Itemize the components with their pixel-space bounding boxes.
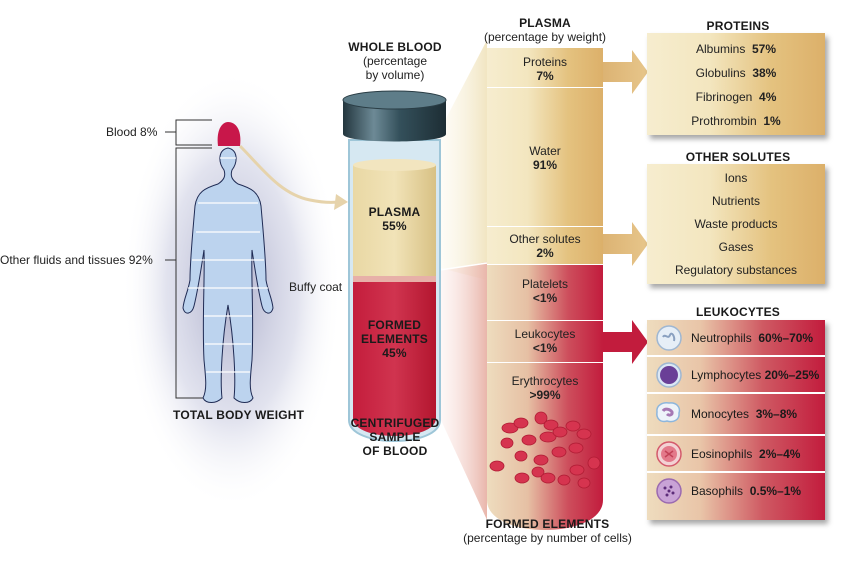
centrifuged-caption: CENTRIFUGED SAMPLE OF BLOOD bbox=[340, 416, 450, 458]
head-blood-portion bbox=[217, 122, 241, 146]
human-body-figure bbox=[182, 122, 274, 403]
basophil-icon bbox=[656, 478, 682, 504]
leukocytes-box-title: LEUKOCYTES bbox=[695, 305, 780, 319]
proteins-box-title: PROTEINS bbox=[706, 19, 770, 33]
protein-item: Globulins 38% bbox=[695, 66, 777, 80]
leukocyte-item: Eosinophils 2%–4% bbox=[647, 436, 825, 473]
segment-name: Erythrocytes bbox=[511, 374, 579, 388]
solute-item: Regulatory substances bbox=[674, 263, 798, 277]
buffy-coat-layer bbox=[353, 276, 436, 282]
segment-name: Water bbox=[529, 144, 561, 158]
segment-value: 91% bbox=[532, 158, 558, 172]
leukocyte-item: Monocytes 3%–8% bbox=[647, 394, 825, 436]
formed-elements-heading: FORMED ELEMENTS (percentage by number of… bbox=[450, 517, 645, 545]
lymphocyte-icon bbox=[656, 362, 682, 388]
other-tissues-label: Other fluids and tissues 92% bbox=[0, 253, 153, 267]
segment-water: Water 91% bbox=[487, 144, 603, 172]
divider bbox=[487, 226, 603, 227]
formed-label: FORMED bbox=[367, 318, 422, 332]
tube-formed-label: FORMED ELEMENTS 45% bbox=[349, 318, 440, 360]
segment-value: 2% bbox=[536, 246, 554, 260]
divider bbox=[487, 362, 603, 363]
protein-item: Albumins 57% bbox=[695, 42, 777, 56]
segment-proteins: Proteins 7% bbox=[487, 55, 603, 83]
buffy-coat-label: Buffy coat bbox=[289, 280, 343, 294]
segment-name: Platelets bbox=[521, 277, 569, 291]
leukocytes-box: Neutrophils 60%–70% Lymphocytes 20%–25% … bbox=[647, 320, 825, 520]
test-tube bbox=[342, 90, 447, 442]
leukocyte-item: Basophils 0.5%–1% bbox=[647, 473, 825, 508]
monocyte-icon bbox=[656, 402, 681, 423]
blood-percent-label: Blood 8% bbox=[106, 125, 158, 139]
tube-formed-layer bbox=[353, 280, 436, 436]
caption-line: CENTRIFUGED bbox=[350, 416, 440, 430]
whole-blood-subtitle: (percentage bbox=[362, 54, 428, 68]
leukocyte-item: Lymphocytes 20%–25% bbox=[647, 357, 825, 394]
segment-leukocytes: Leukocytes <1% bbox=[487, 327, 603, 355]
plasma-column-title: PLASMA bbox=[519, 16, 571, 30]
eosinophil-icon bbox=[656, 441, 682, 467]
plasma-column-subtitle: (percentage by weight) bbox=[483, 30, 607, 44]
formed-fan bbox=[440, 262, 487, 520]
whole-blood-title: WHOLE BLOOD bbox=[348, 40, 442, 54]
protein-item: Fibrinogen 4% bbox=[695, 90, 777, 104]
formed-column-subtitle: (percentage by number of cells) bbox=[463, 531, 632, 545]
solute-item: Nutrients bbox=[711, 194, 761, 208]
divider bbox=[487, 87, 603, 88]
segment-erythrocytes: Erythrocytes >99% bbox=[487, 374, 603, 402]
plasma-label: PLASMA bbox=[368, 205, 421, 219]
formed-column bbox=[487, 264, 603, 530]
erythrocytes-illustration bbox=[489, 411, 601, 489]
leukocyte-item: Neutrophils 60%–70% bbox=[647, 320, 825, 357]
segment-other-solutes: Other solutes 2% bbox=[487, 232, 603, 260]
plasma-value: 55% bbox=[382, 219, 407, 233]
leukocytes-arrow bbox=[603, 320, 648, 364]
segment-name: Proteins bbox=[522, 55, 568, 69]
divider bbox=[487, 320, 603, 321]
segment-value: >99% bbox=[529, 388, 561, 402]
tube-cap bbox=[343, 100, 446, 142]
other-solutes-box-title: OTHER SOLUTES bbox=[685, 150, 791, 164]
segment-value: <1% bbox=[532, 341, 558, 355]
solute-item: Waste products bbox=[694, 217, 778, 231]
plasma-column-fill bbox=[487, 48, 603, 264]
caption-line: SAMPLE bbox=[369, 430, 421, 444]
head-to-tube-arrow bbox=[238, 144, 339, 204]
segment-platelets: Platelets <1% bbox=[487, 277, 603, 305]
segment-name: Leukocytes bbox=[514, 327, 576, 341]
segment-value: <1% bbox=[532, 291, 558, 305]
solute-item: Gases bbox=[718, 240, 754, 254]
formed-value: 45% bbox=[382, 346, 407, 360]
other-solutes-box: Ions Nutrients Waste products Gases Regu… bbox=[647, 164, 825, 284]
divider bbox=[487, 264, 603, 265]
proteins-box: Albumins 57% Globulins 38% Fibrinogen 4%… bbox=[647, 33, 825, 135]
tube-plasma-label: PLASMA 55% bbox=[353, 205, 436, 233]
caption-line: OF BLOOD bbox=[362, 444, 428, 458]
plasma-fan bbox=[440, 40, 487, 280]
neutrophil-icon bbox=[656, 325, 682, 351]
formed-column-title: FORMED ELEMENTS bbox=[485, 517, 610, 531]
segment-value: 7% bbox=[536, 69, 554, 83]
formed-label: ELEMENTS bbox=[361, 332, 428, 346]
tube-plasma-layer bbox=[353, 165, 436, 278]
protein-item: Prothrombin 1% bbox=[691, 114, 781, 128]
segment-name: Other solutes bbox=[509, 232, 581, 246]
whole-blood-heading: WHOLE BLOOD (percentage by volume) bbox=[330, 40, 460, 82]
whole-blood-subtitle: by volume) bbox=[365, 68, 425, 82]
plasma-column-heading: PLASMA (percentage by weight) bbox=[460, 16, 630, 44]
other-solutes-arrow bbox=[603, 222, 648, 266]
total-body-weight-title: TOTAL BODY WEIGHT bbox=[173, 408, 305, 422]
solute-item: Ions bbox=[724, 171, 748, 185]
proteins-arrow bbox=[603, 50, 648, 94]
